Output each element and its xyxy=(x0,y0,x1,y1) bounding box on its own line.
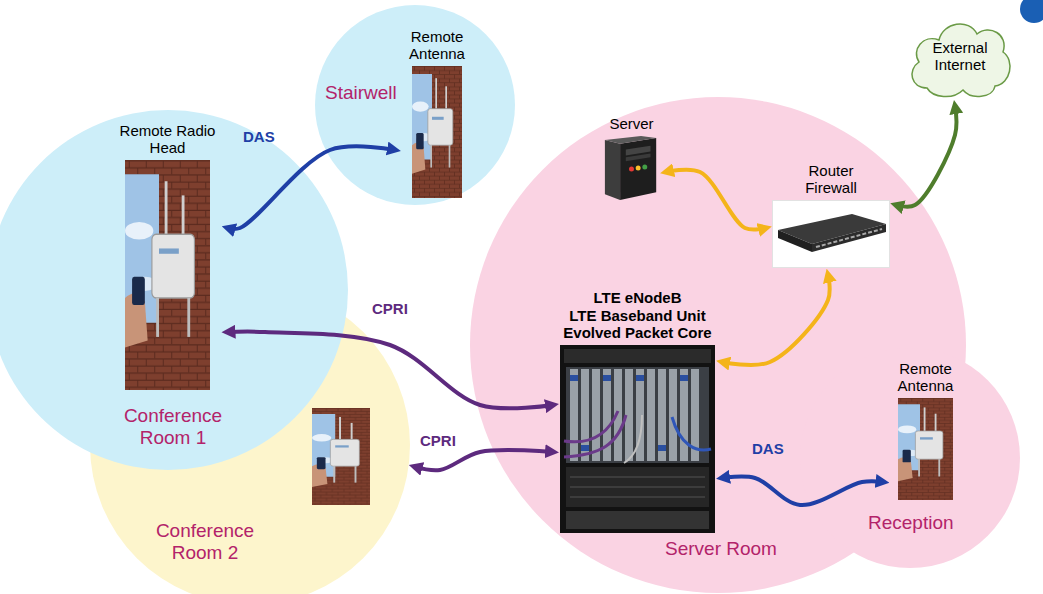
link-label: DAS xyxy=(243,128,275,145)
label-slot: DAS xyxy=(243,128,275,145)
label-slot: CPRI xyxy=(420,432,456,449)
server-icon xyxy=(605,136,656,200)
zone-fill xyxy=(470,97,966,593)
rack-photo xyxy=(560,345,715,533)
link-arrow xyxy=(415,450,553,470)
zone-circle: Conference Room 1 Remote Radio Head xyxy=(0,110,348,470)
antenna-photo xyxy=(898,398,953,500)
device-label: Remote Radio Head xyxy=(118,122,218,157)
zone-label: Conference Room 1 xyxy=(113,405,233,449)
cloud-outline xyxy=(912,24,1010,97)
device-label: Server xyxy=(609,115,653,132)
text-slot: Conference Room 2 xyxy=(145,520,265,564)
router-photo xyxy=(773,201,890,268)
link-arrow xyxy=(666,170,766,230)
zone-label: Server Room xyxy=(665,538,777,560)
text-slot: Reception xyxy=(868,512,954,534)
zone-fill xyxy=(315,5,515,205)
remote-antenna: Remote Antenna xyxy=(401,28,473,199)
device-label: Remote Antenna xyxy=(894,360,958,395)
internet-cloud: External Internet xyxy=(905,12,1015,100)
zone-fill xyxy=(0,110,348,470)
text-slot: Conference Room 1 xyxy=(113,405,233,449)
baseband-rack: LTE eNodeBLTE Baseband UnitEvolved Packe… xyxy=(559,289,716,533)
zone-fill xyxy=(800,348,1020,568)
radio-head-photo xyxy=(125,160,210,390)
link-label: CPRI xyxy=(420,432,456,449)
corner-logo xyxy=(1020,0,1043,23)
device-label: Router Firewall xyxy=(799,162,863,197)
label-slot: CPRI xyxy=(372,300,408,317)
link-arrow xyxy=(228,332,554,409)
server-box: Server xyxy=(603,115,660,201)
link-label: CPRI xyxy=(372,300,408,317)
router-box: Router Firewall xyxy=(772,162,890,269)
radio-head-photo xyxy=(312,408,370,505)
zone-circle: Reception Remote Antenna xyxy=(800,348,1020,568)
zone-label: Stairwell xyxy=(325,82,397,104)
text-slot: Server Room xyxy=(665,538,777,560)
device-label: LTE eNodeB xyxy=(593,289,681,306)
remote-antenna: Remote Antenna xyxy=(890,360,962,501)
link-arrow xyxy=(722,477,884,505)
remote-radio-head: Remote Radio Head xyxy=(114,122,222,391)
device-label: Evolved Packet Core xyxy=(563,324,711,341)
label-slot: DAS xyxy=(752,440,784,457)
link-arrow xyxy=(896,106,956,207)
text-slot: Stairwell xyxy=(325,82,397,104)
zone-circle: Stairwell Remote Antenna xyxy=(315,5,515,205)
zone-label: Reception xyxy=(868,512,954,534)
zone-label: Conference Room 2 xyxy=(145,520,265,564)
link-arrow xyxy=(228,146,396,229)
device-label: External Internet xyxy=(925,39,995,74)
device-label: Remote Antenna xyxy=(405,28,469,63)
link-arrow xyxy=(722,275,830,365)
antenna-photo xyxy=(412,66,462,198)
device-label: LTE Baseband Unit xyxy=(569,307,705,324)
link-label: DAS xyxy=(752,440,784,457)
